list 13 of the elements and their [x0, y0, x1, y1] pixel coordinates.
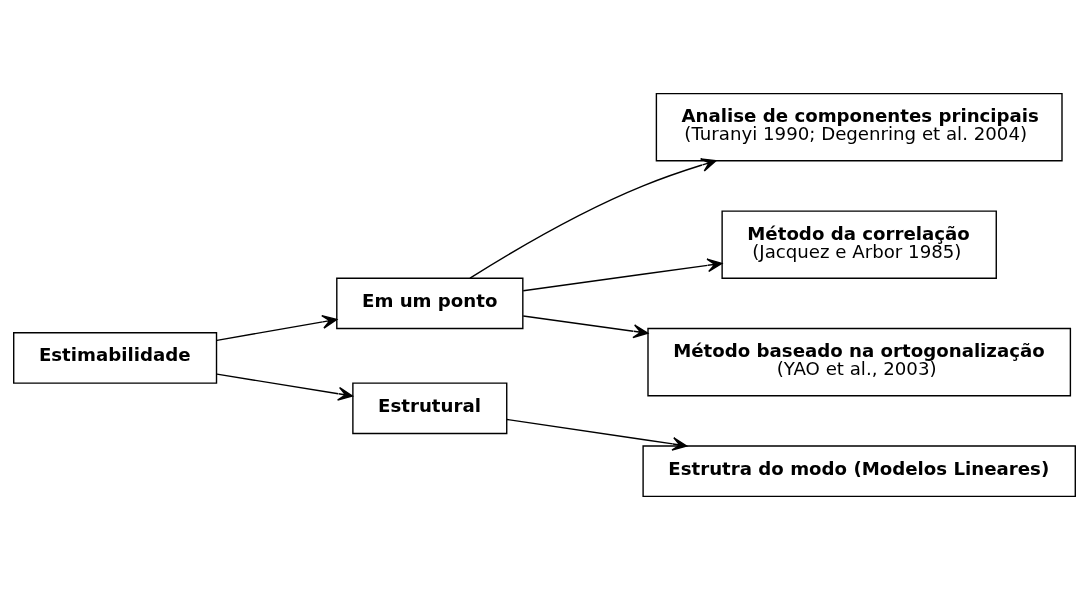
- node-box: Em um ponto: [336, 277, 524, 329]
- arrow: [522, 257, 723, 291]
- arrow: [506, 418, 688, 451]
- node-box: Estimabilidade: [13, 331, 218, 384]
- arrow: [216, 314, 338, 341]
- node-box: Estrutra do modo (Modelos Lineares): [642, 444, 1076, 497]
- arrow: [216, 372, 354, 401]
- node-box: Analise de componentes principais (Turanyi 1990; Degenring et al. 2004): [655, 92, 1063, 161]
- node-box: Método da correlação (Jacquez e Arbor 1985): [721, 209, 997, 279]
- node-box: Estrutural: [352, 381, 508, 434]
- arrow: [522, 314, 649, 338]
- node-box: Método baseado na ortogonalização (YAO et al., 2003): [647, 327, 1072, 396]
- arrow: [469, 157, 717, 279]
